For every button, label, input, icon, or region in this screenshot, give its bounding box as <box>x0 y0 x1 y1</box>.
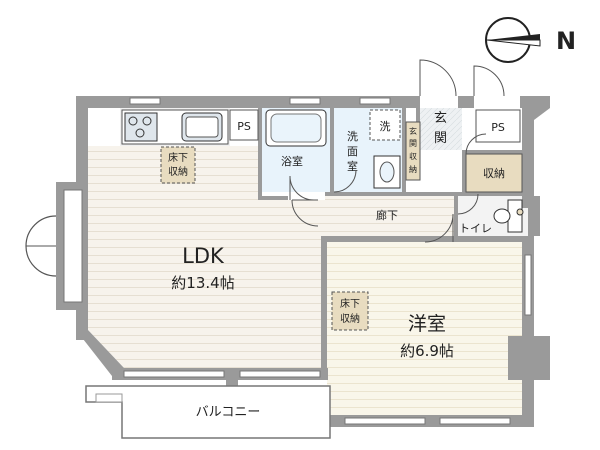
bay-window <box>25 182 88 310</box>
svg-text:納: 納 <box>409 164 417 174</box>
svg-text:収納: 収納 <box>168 165 188 178</box>
bathroom-label: 浴室 <box>281 154 303 168</box>
entrance-storage: 玄 関 収 納 <box>405 121 421 181</box>
western-room-area: 約6.9帖 <box>400 342 454 360</box>
svg-text:床下: 床下 <box>340 297 360 310</box>
ldk-label: LDK <box>182 244 225 268</box>
pipe-space-entrance: PS <box>475 109 521 143</box>
wall-pillars <box>226 196 550 386</box>
svg-text:関: 関 <box>434 131 447 146</box>
corridor-floor <box>325 192 458 236</box>
svg-text:関: 関 <box>409 139 417 148</box>
pipe-space-kitchen: PS <box>229 109 259 141</box>
balcony-label: バルコニー <box>196 405 261 420</box>
windows <box>123 97 532 425</box>
svg-text:室: 室 <box>347 159 358 173</box>
entrance-floor <box>420 108 462 150</box>
svg-text:玄: 玄 <box>409 126 417 136</box>
washer-space-label: 洗 <box>380 120 391 133</box>
ps-entrance-label: PS <box>491 121 505 134</box>
ps-kitchen-label: PS <box>237 120 251 133</box>
svg-text:面: 面 <box>347 145 358 158</box>
svg-text:収: 収 <box>409 151 417 161</box>
ldk-floor <box>88 146 325 368</box>
svg-text:玄: 玄 <box>434 111 447 126</box>
ldk-area: 約13.4帖 <box>171 274 234 292</box>
toilet-label: トイレ <box>459 222 492 235</box>
svg-text:洗: 洗 <box>347 130 358 143</box>
washroom-label: 洗 面 室 <box>347 130 358 173</box>
vanity-sink-icon <box>373 155 401 189</box>
toilet-icon <box>493 199 524 233</box>
balcony: バルコニー <box>85 385 331 439</box>
room-underfloor-storage: 床下 収納 <box>331 291 369 331</box>
corridor-label: 廊下 <box>376 208 398 222</box>
ldk-underfloor-storage: 床下 収納 <box>160 146 196 184</box>
washer-space: 洗 <box>369 109 401 141</box>
svg-text:床下: 床下 <box>168 151 188 164</box>
closet-label: 収納 <box>483 167 505 180</box>
compass-label: N <box>556 27 576 55</box>
western-room-label: 洋室 <box>408 313 446 335</box>
kitchen-counter <box>121 109 229 145</box>
western-room-floor <box>327 242 522 415</box>
closet: 収納 <box>465 153 523 193</box>
doors <box>289 59 505 243</box>
sink-icon <box>181 112 223 142</box>
entrance-label: 玄 関 <box>434 111 447 146</box>
bathtub-icon <box>265 109 327 147</box>
stove-icon <box>124 112 158 142</box>
north-arrow-icon: N <box>485 17 576 63</box>
svg-text:収納: 収納 <box>340 312 360 325</box>
